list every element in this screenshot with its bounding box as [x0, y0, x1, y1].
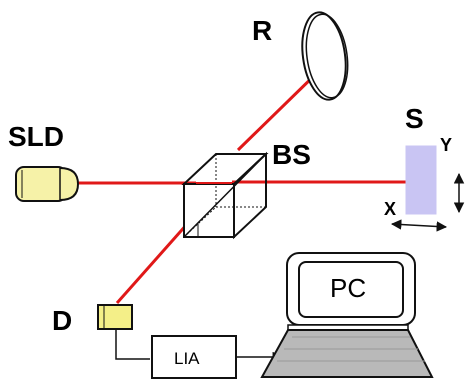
beamsplitter-label: BS: [272, 139, 311, 170]
detector-label: D: [52, 305, 72, 336]
sample-label: S: [405, 103, 424, 134]
sample-block: [405, 145, 437, 215]
computer-label: PC: [330, 273, 366, 303]
source-label: SLD: [8, 121, 64, 152]
sld-source: [15, 166, 80, 202]
detector: [97, 304, 133, 330]
y-axis-label: Y: [440, 135, 452, 155]
lockin-amplifier-box: [151, 335, 237, 379]
lockin-label: LIA: [174, 349, 200, 368]
computer: [260, 252, 434, 378]
detector-to-lia-cable: [115, 329, 150, 360]
beam-bs-to-reference: [236, 66, 324, 152]
reference-label: R: [252, 15, 272, 46]
reference-mirror: [301, 11, 349, 101]
x-axis-arrow: [390, 219, 448, 232]
x-axis-label: X: [384, 199, 396, 219]
beamsplitter-cube: [181, 151, 269, 240]
